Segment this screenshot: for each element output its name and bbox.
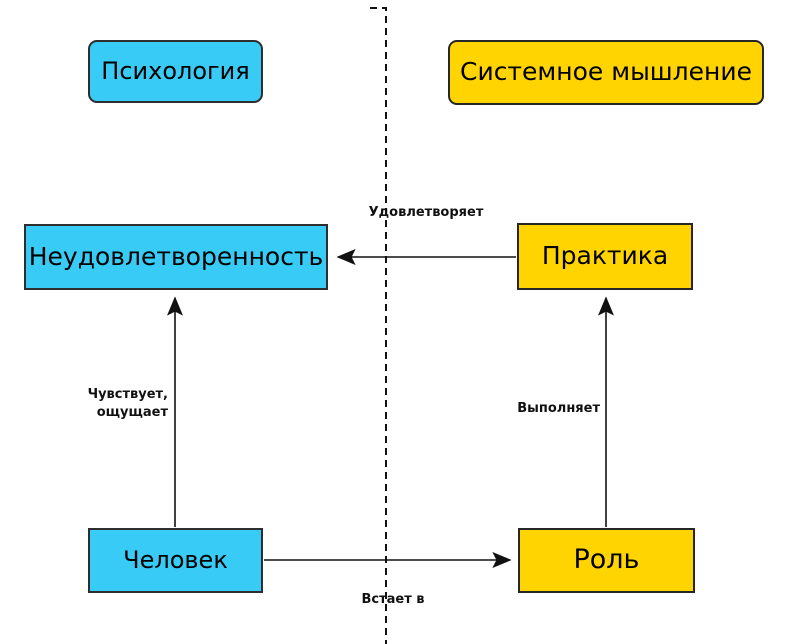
domain-divider-dashed-line [370, 7, 387, 644]
edge-label-takes-role: Встает в [361, 592, 425, 607]
domain-box-systems-thinking: Системное мышление [448, 40, 764, 105]
node-dissatisfaction: Неудовлетворенность [24, 224, 328, 290]
edge-label-satisfies: Удовлетворяет [368, 205, 484, 220]
domain-box-psychology: Психология [88, 40, 263, 103]
node-person: Человек [88, 528, 263, 593]
node-role: Роль [518, 528, 695, 593]
node-practice: Практика [517, 223, 693, 290]
edge-label-feels: Чувствует, ощущает [87, 387, 168, 420]
edge-label-performs: Выполняет [517, 401, 600, 416]
